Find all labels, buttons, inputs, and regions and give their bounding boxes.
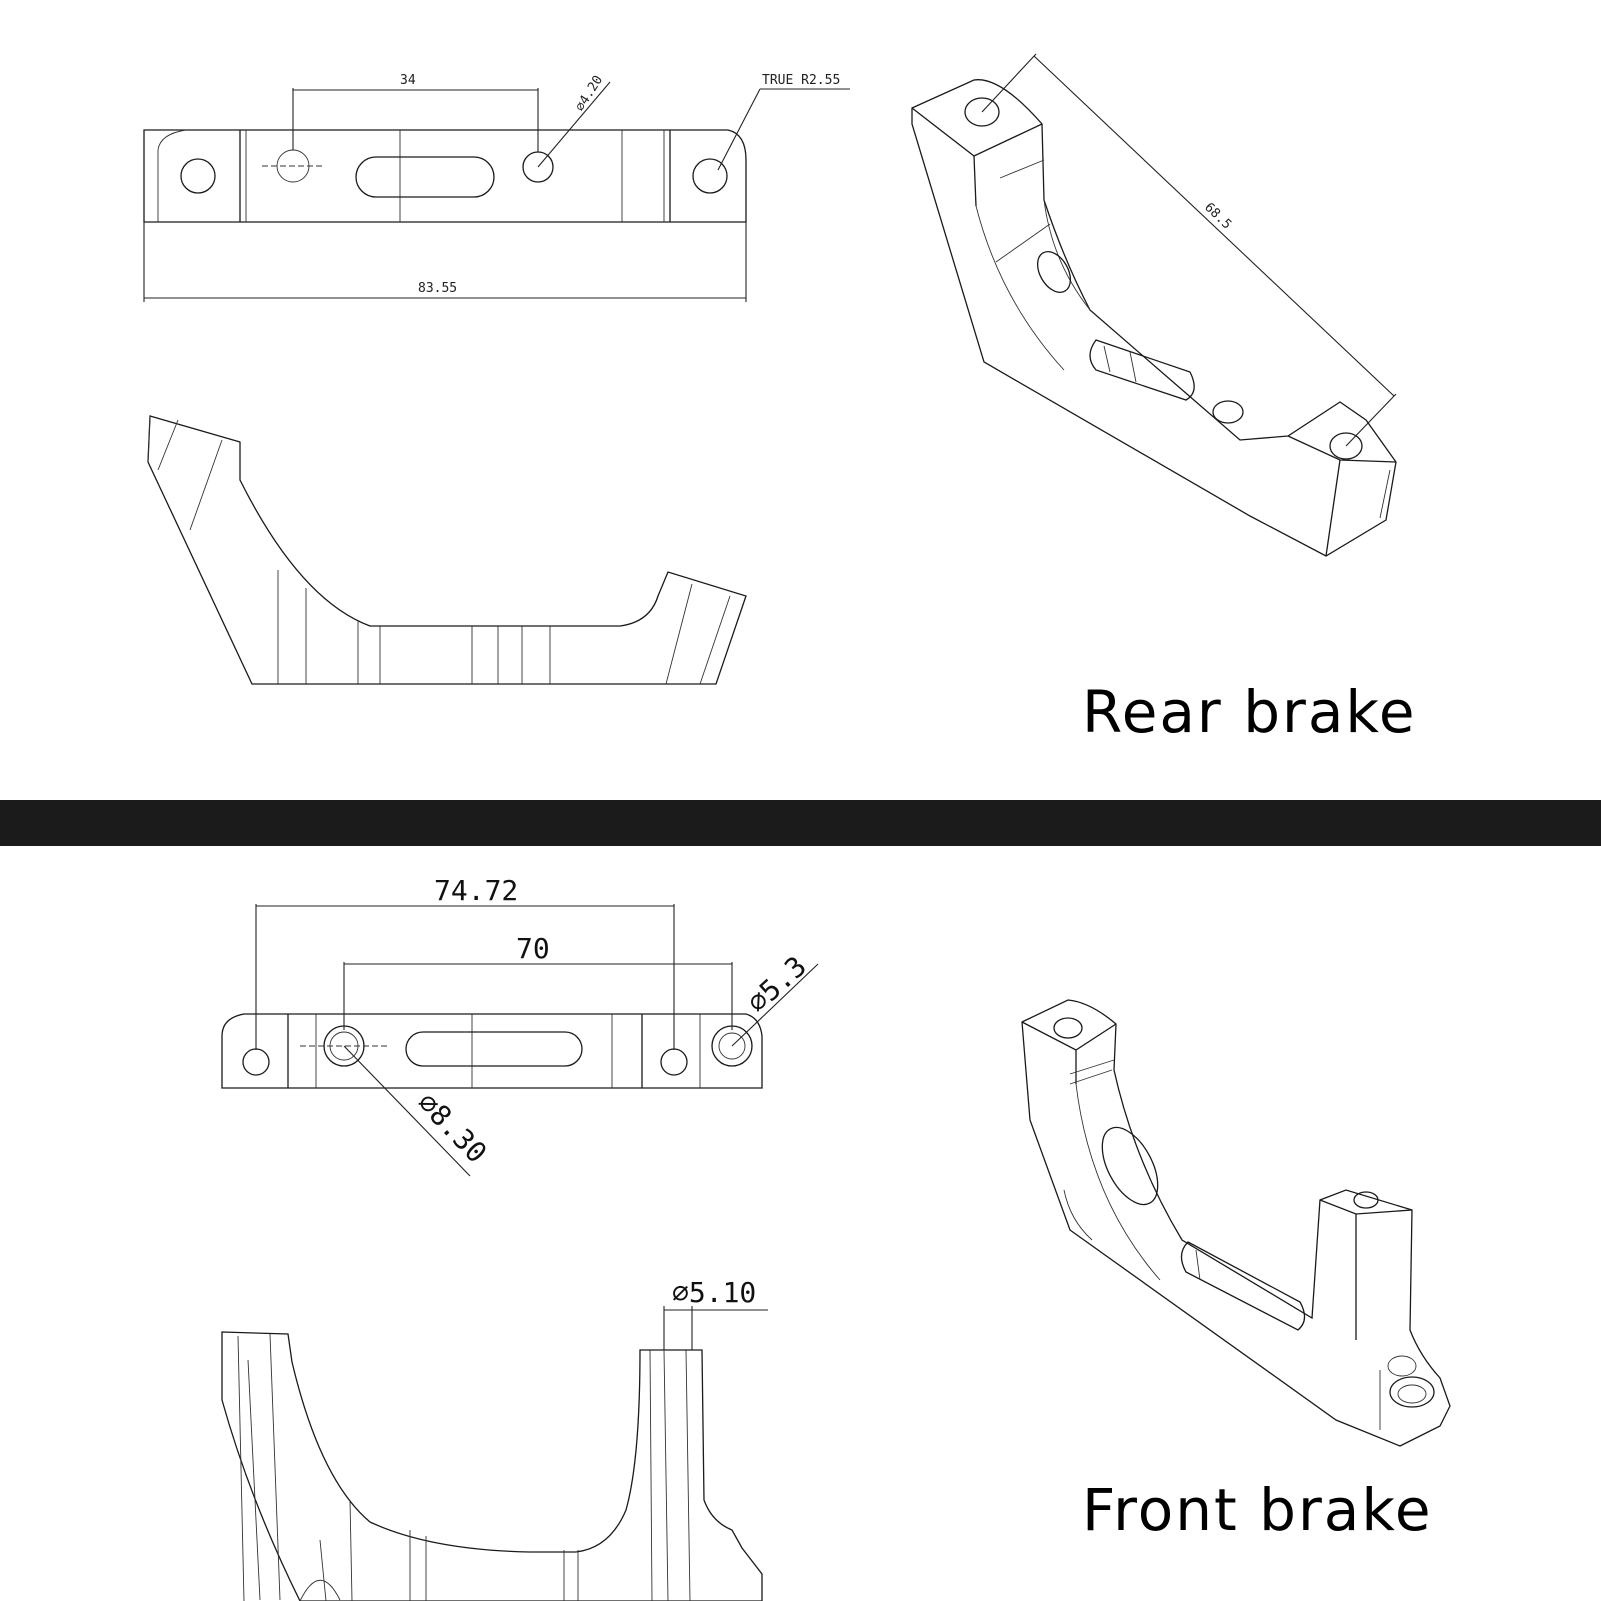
rear-isometric-view: 68.5 — [911, 53, 1397, 557]
front-side-view: ⌀5.10 — [221, 1276, 768, 1601]
front-brake-caption: Front brake — [1082, 1476, 1433, 1544]
front-brake-section: 74.72 70 ⌀5.3 ⌀8.30 ⌀5.10 — [221, 874, 1451, 1601]
rear-dim-pitch: 34 — [400, 73, 416, 88]
rear-dim-diagonal: 68.5 — [1201, 200, 1234, 233]
section-divider — [0, 800, 1601, 846]
front-top-view: 74.72 70 ⌀5.3 ⌀8.30 — [221, 874, 819, 1177]
rear-dim-length: 83.55 — [418, 281, 457, 296]
rear-dim-hole: ⌀4.20 — [573, 73, 606, 114]
rear-top-view: 34 ⌀4.20 TRUE R2.55 83.55 — [143, 73, 850, 302]
front-dim-inner: 70 — [516, 932, 550, 965]
rear-brake-caption: Rear brake — [1082, 678, 1417, 746]
rear-brake-section: 34 ⌀4.20 TRUE R2.55 83.55 — [143, 53, 1417, 746]
rear-dim-radius: TRUE R2.55 — [762, 73, 840, 88]
front-dim-pin: ⌀5.10 — [672, 1276, 756, 1309]
front-dim-outer: 74.72 — [434, 874, 518, 907]
front-isometric-view — [1021, 999, 1451, 1447]
front-dim-hole-small: ⌀5.3 — [741, 950, 813, 1020]
rear-side-view — [147, 415, 747, 685]
